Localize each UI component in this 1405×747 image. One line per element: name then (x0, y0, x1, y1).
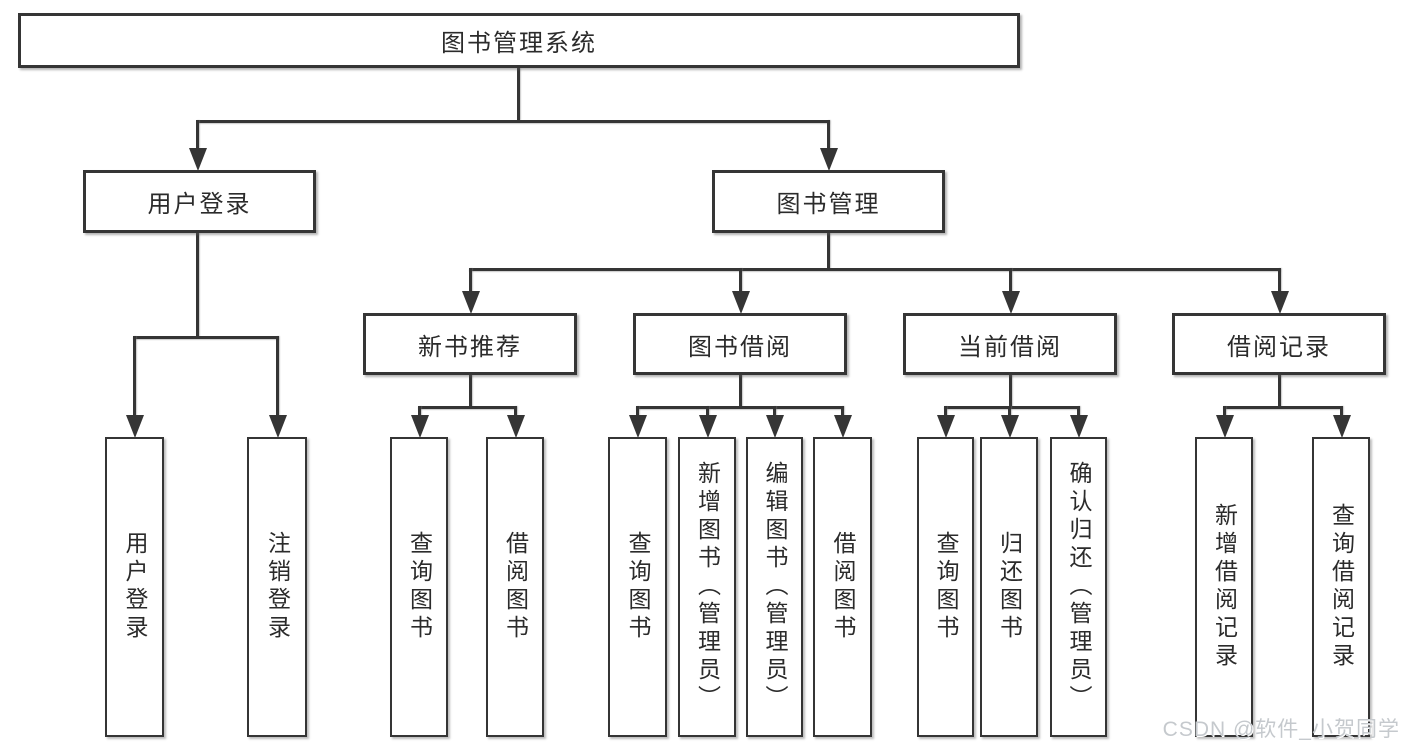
connector-drop-mid (1009, 268, 1012, 293)
connector-current-bar (944, 406, 1080, 409)
leaf-label: 确认归还（管理员） (1066, 461, 1092, 713)
connector-records-bar (1223, 406, 1342, 409)
leaf-borrow-query-books: 查询图书 (608, 437, 667, 737)
arrow-down-icon (834, 415, 852, 438)
arrow-down-icon (732, 291, 750, 314)
leaf-logout: 注销登录 (247, 437, 307, 737)
arrow-down-icon (1216, 415, 1234, 438)
connector-drop-user-login (196, 120, 199, 150)
node-label: 图书管理 (776, 191, 881, 218)
arrow-down-icon (126, 415, 144, 438)
connector-drop-mid (1278, 268, 1281, 293)
arrow-down-icon (269, 415, 287, 438)
connector-records-stem (1278, 375, 1281, 408)
leaf-rec-borrow-books: 借阅图书 (486, 437, 544, 737)
leaf-label: 编辑图书（管理员） (762, 461, 788, 713)
connector-drop-leaf (133, 336, 136, 417)
node-current-borrowing: 当前借阅 (903, 313, 1117, 375)
leaf-label: 借阅图书 (502, 531, 529, 643)
connector-drop-mid (739, 268, 742, 293)
connector-user-stem (196, 233, 199, 338)
leaf-label: 查询图书 (933, 531, 959, 643)
connector-drop-leaf (276, 336, 279, 417)
node-library-system-root: 图书管理系统 (18, 13, 1020, 68)
connector-drop-mid (469, 268, 472, 293)
leaf-label: 查询借阅记录 (1328, 503, 1355, 671)
arrow-down-icon (766, 415, 784, 438)
connector-borrow-bar (636, 406, 844, 409)
arrow-down-icon (937, 415, 955, 438)
arrow-down-icon (462, 291, 480, 314)
leaf-current-query-books: 查询图书 (917, 437, 974, 737)
arrow-down-icon (820, 148, 838, 171)
connector-root-stem (517, 68, 520, 120)
connector-rec-stem (469, 375, 472, 408)
connector-drop-leaf (1223, 406, 1226, 418)
connector-root-bar (197, 120, 830, 123)
csdn-watermark: CSDN @软件_小贺同学 (1162, 718, 1400, 741)
leaf-records-add-record: 新增借阅记录 (1195, 437, 1253, 737)
leaf-label: 借阅图书 (830, 531, 856, 643)
connector-current-stem (1009, 375, 1012, 408)
connector-rec-bar (418, 406, 517, 409)
connector-drop-leaf (514, 406, 517, 418)
leaf-borrow-borrow-books: 借阅图书 (813, 437, 872, 737)
leaf-rec-query-books: 查询图书 (390, 437, 448, 737)
node-label: 借阅记录 (1227, 333, 1331, 361)
node-label: 用户登录 (147, 191, 252, 218)
connector-drop-leaf (944, 406, 947, 418)
connector-drop-leaf (773, 406, 776, 418)
connector-book-bar (469, 268, 1281, 271)
arrow-down-icon (189, 148, 207, 171)
leaf-current-return-books: 归还图书 (980, 437, 1038, 737)
leaf-user-login: 用户登录 (105, 437, 164, 737)
node-borrowing-records: 借阅记录 (1172, 313, 1386, 375)
arrow-down-icon (1333, 415, 1351, 438)
connector-user-bar (133, 336, 279, 339)
connector-drop-leaf (418, 406, 421, 418)
leaf-label: 查询图书 (625, 531, 651, 643)
node-book-borrowing: 图书借阅 (633, 313, 847, 375)
connector-drop-book-mgmt (827, 120, 830, 150)
leaf-current-confirm-return-admin: 确认归还（管理员） (1050, 437, 1107, 737)
connector-drop-leaf (706, 406, 709, 418)
connector-borrow-stem (739, 375, 742, 408)
leaf-label: 新增借阅记录 (1211, 503, 1238, 671)
leaf-label: 归还图书 (996, 531, 1023, 643)
leaf-label: 用户登录 (122, 531, 148, 643)
arrow-down-icon (699, 415, 717, 438)
arrow-down-icon (1070, 415, 1088, 438)
arrow-down-icon (1002, 291, 1020, 314)
arrow-down-icon (629, 415, 647, 438)
connector-drop-leaf (1077, 406, 1080, 418)
node-label: 图书管理系统 (441, 30, 597, 57)
connector-book-stem (827, 233, 830, 270)
arrow-down-icon (411, 415, 429, 438)
arrow-down-icon (1001, 415, 1019, 438)
connector-drop-leaf (1340, 406, 1343, 418)
leaf-borrow-edit-book-admin: 编辑图书（管理员） (746, 437, 803, 737)
leaf-borrow-add-book-admin: 新增图书（管理员） (678, 437, 736, 737)
leaf-label: 查询图书 (406, 531, 433, 643)
leaf-label: 注销登录 (264, 531, 291, 643)
node-label: 新书推荐 (418, 333, 522, 361)
connector-drop-leaf (1008, 406, 1011, 418)
node-label: 图书借阅 (688, 333, 792, 361)
connector-drop-leaf (841, 406, 844, 418)
arrow-down-icon (1271, 291, 1289, 314)
node-new-book-recommendation: 新书推荐 (363, 313, 577, 375)
node-label: 当前借阅 (958, 333, 1062, 361)
node-book-management: 图书管理 (712, 170, 945, 233)
arrow-down-icon (507, 415, 525, 438)
leaf-label: 新增图书（管理员） (694, 461, 721, 713)
connector-drop-leaf (636, 406, 639, 418)
node-user-login: 用户登录 (83, 170, 316, 233)
leaf-records-query-record: 查询借阅记录 (1312, 437, 1370, 737)
